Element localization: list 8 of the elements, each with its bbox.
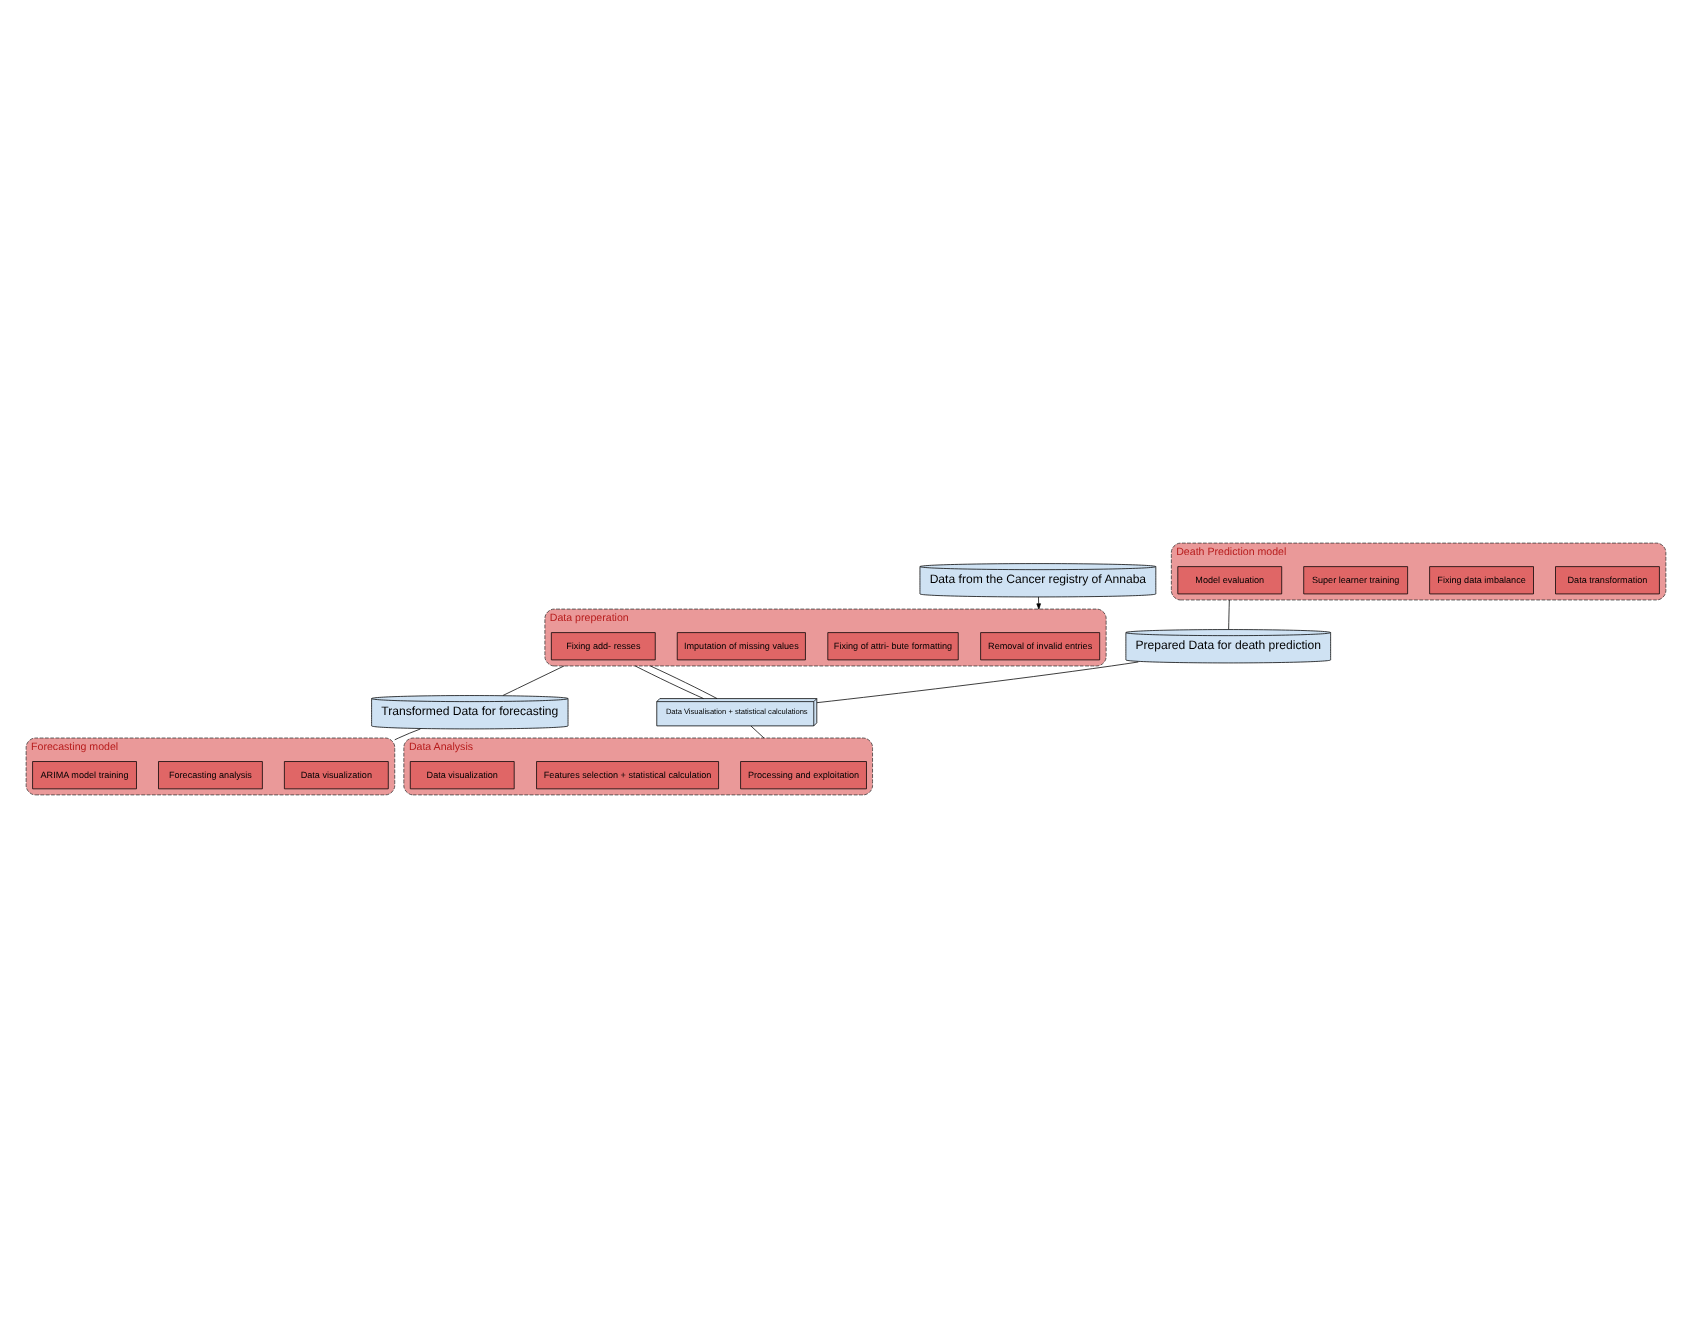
connector	[634, 665, 704, 699]
connector	[394, 728, 421, 741]
connector	[816, 661, 1139, 704]
connector	[650, 665, 718, 699]
arrow	[1036, 596, 1041, 610]
connector	[502, 665, 565, 696]
connector	[1228, 599, 1230, 630]
connector	[750, 725, 765, 739]
